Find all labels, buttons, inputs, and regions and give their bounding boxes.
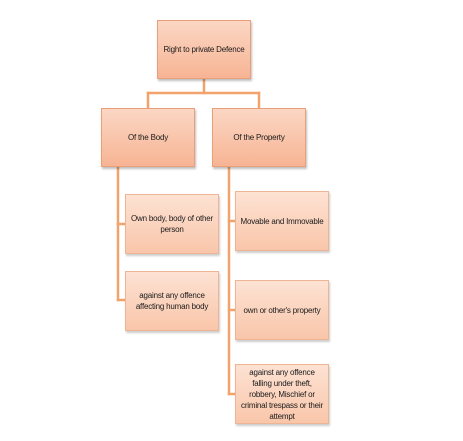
leaf-node-body-offence: against any offence affecting human body — [125, 271, 219, 331]
leaf-node-body-own-label: Own body, body of other person — [131, 214, 213, 234]
leaf-node-property-movable-label: Movable and Immovable — [240, 216, 324, 226]
leaf-node-property-ownership: own or other's property — [235, 280, 329, 340]
branch-node-body-label: Of the Body — [127, 133, 169, 142]
branch-node-property-label: Of the Property — [233, 133, 285, 142]
leaf-node-body-offence-label: against any offence affecting human body — [135, 291, 209, 311]
leaf-node-body-own: Own body, body of other person — [125, 194, 219, 254]
leaf-node-property-ownership-label: own or other's property — [243, 305, 321, 315]
root-node: Right to private Defence — [157, 20, 251, 79]
branch-node-body: Of the Body — [101, 108, 195, 167]
leaf-node-property-offence-label: against any offence falling under theft,… — [241, 367, 323, 421]
leaf-node-property-offence: against any offence falling under theft,… — [235, 364, 329, 424]
branch-node-property: Of the Property — [212, 108, 306, 167]
leaf-node-property-movable: Movable and Immovable — [235, 191, 329, 251]
root-node-label: Right to private Defence — [163, 45, 245, 54]
